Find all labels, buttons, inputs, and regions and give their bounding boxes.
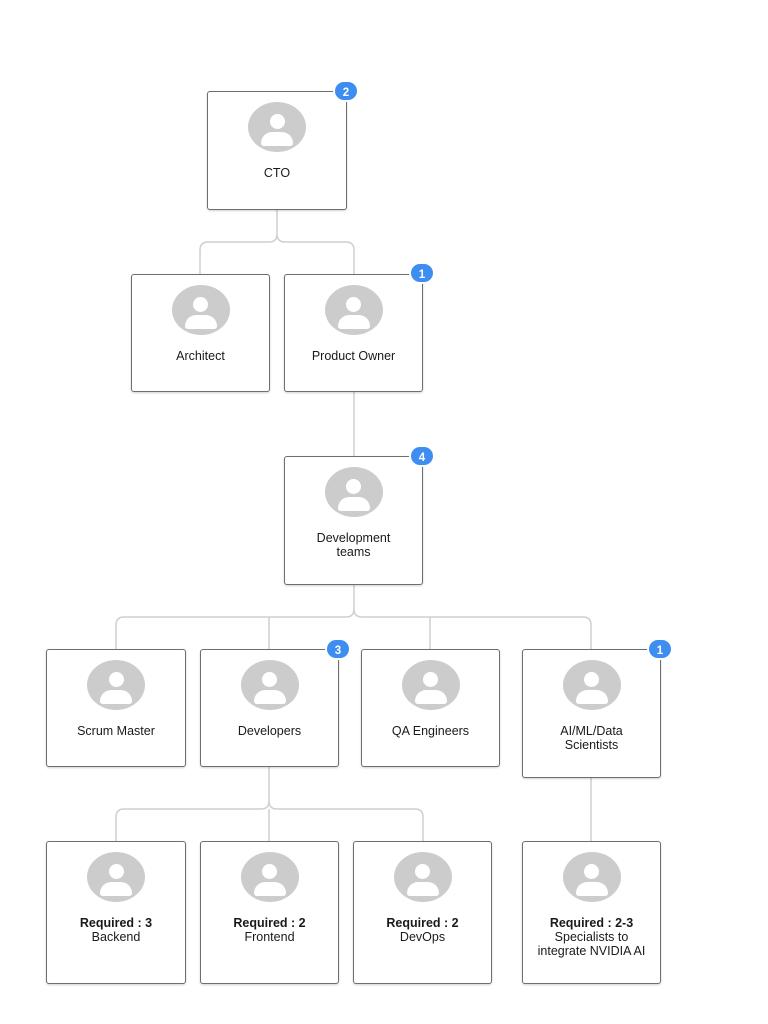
node-developers[interactable]: Developers xyxy=(200,649,339,767)
node-label: CTO xyxy=(263,166,291,180)
avatar-icon xyxy=(248,102,306,152)
count-badge: 4 xyxy=(409,445,435,467)
node-label: Development teams xyxy=(316,531,391,559)
count-badge: 2 xyxy=(333,80,359,102)
avatar-icon xyxy=(324,467,383,517)
node-frontend[interactable]: Required : 2 Frontend xyxy=(200,841,339,984)
connector-devteams-children xyxy=(115,585,592,650)
node-label: Required : 3 Backend xyxy=(53,916,179,944)
node-label: Developers xyxy=(237,724,302,738)
avatar-icon xyxy=(171,285,230,335)
count-badge: 1 xyxy=(409,262,435,284)
required-count: Required : 2-3 xyxy=(549,916,634,930)
node-label: Scrum Master xyxy=(77,724,155,738)
avatar-icon xyxy=(562,852,621,902)
node-label: Product Owner xyxy=(311,349,396,363)
role-name: Backend xyxy=(91,930,141,944)
node-label: Required : 2 DevOps xyxy=(360,916,485,944)
node-ai-ml-data-scientists[interactable]: AI/ML/Data Scientists xyxy=(522,649,661,778)
node-devops[interactable]: Required : 2 DevOps xyxy=(353,841,492,984)
node-label: Required : 2 Frontend xyxy=(207,916,332,944)
node-label: Architect xyxy=(176,349,225,363)
avatar-icon xyxy=(324,285,383,335)
required-count: Required : 2 xyxy=(386,916,459,930)
count-badge: 3 xyxy=(325,638,351,660)
node-cto[interactable]: CTO xyxy=(207,91,347,210)
avatar-icon xyxy=(87,852,145,902)
avatar-icon xyxy=(401,660,460,710)
role-name: Frontend xyxy=(244,930,295,944)
avatar-icon xyxy=(240,660,299,710)
node-backend[interactable]: Required : 3 Backend xyxy=(46,841,186,984)
node-development-teams[interactable]: Development teams xyxy=(284,456,423,585)
node-specialists[interactable]: Required : 2-3 Specialists to integrate … xyxy=(522,841,661,984)
node-scrum-master[interactable]: Scrum Master xyxy=(46,649,186,767)
node-architect[interactable]: Architect xyxy=(131,274,270,392)
node-product-owner[interactable]: Product Owner xyxy=(284,274,423,392)
avatar-icon xyxy=(393,852,452,902)
connector-developers-children xyxy=(115,767,424,842)
avatar-icon xyxy=(87,660,145,710)
required-count: Required : 2 xyxy=(233,916,306,930)
role-name: Specialists to integrate NVIDIA AI xyxy=(537,930,646,958)
avatar-icon xyxy=(240,852,299,902)
count-badge: 1 xyxy=(647,638,673,660)
node-label: QA Engineers xyxy=(391,724,470,738)
connector-cto-children xyxy=(199,210,355,275)
node-qa-engineers[interactable]: QA Engineers xyxy=(361,649,500,767)
node-label: Required : 2-3 Specialists to integrate … xyxy=(535,916,648,958)
role-name: DevOps xyxy=(399,930,446,944)
node-label: AI/ML/Data Scientists xyxy=(560,724,623,752)
avatar-icon xyxy=(562,660,621,710)
required-count: Required : 3 xyxy=(79,916,153,930)
